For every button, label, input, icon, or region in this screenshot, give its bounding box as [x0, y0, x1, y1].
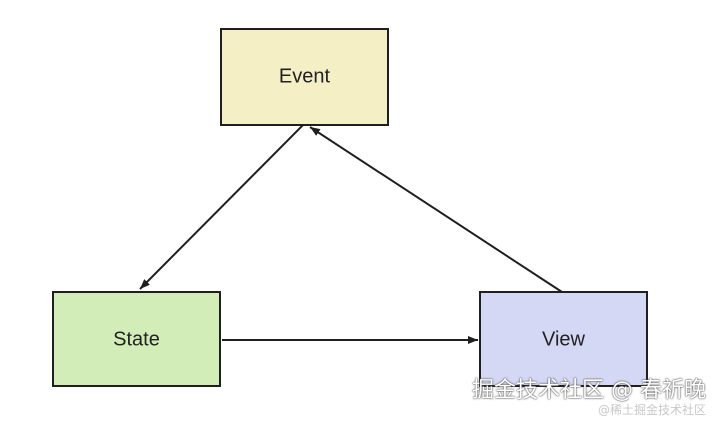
node-state-label: State — [113, 328, 160, 350]
watermark-main-text: 掘金技术社区 @ 春祈晚 — [472, 378, 706, 403]
node-view-box — [479, 291, 648, 387]
watermark: 掘金技术社区 @ 春祈晚 @稀土掘金技术社区 — [472, 378, 706, 417]
node-view: View — [479, 291, 648, 387]
node-event-box — [220, 28, 389, 126]
watermark-sub-text: @稀土掘金技术社区 — [597, 403, 706, 417]
node-view-label: View — [542, 328, 586, 350]
node-state: State — [52, 291, 221, 387]
arrow-view-to-event — [309, 126, 563, 293]
node-state-box — [52, 291, 221, 387]
arrow-event-to-state — [139, 124, 304, 290]
node-event-label: Event — [279, 65, 331, 87]
node-event: Event — [220, 28, 389, 126]
